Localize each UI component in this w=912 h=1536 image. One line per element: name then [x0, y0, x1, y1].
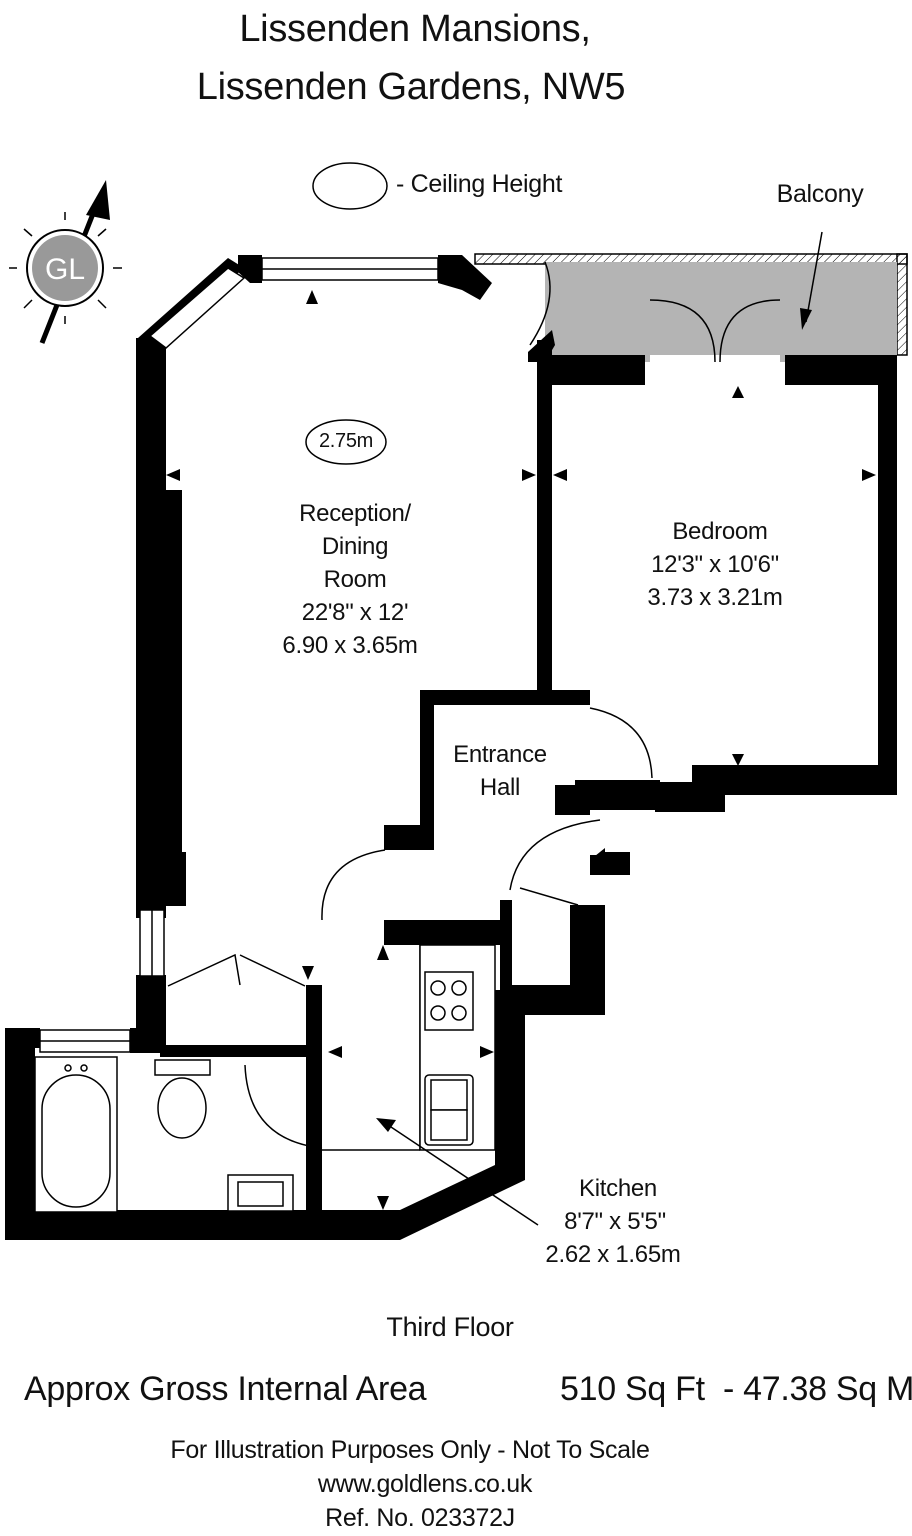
kitchen-imperial: 8'7" x 5'5"	[564, 1208, 666, 1235]
reception-name-line3: Room	[323, 566, 387, 593]
kitchen-leader-arrow	[376, 1118, 396, 1132]
kitchen-leader-line	[387, 1124, 539, 1226]
bedroom-name: Bedroom	[672, 518, 768, 545]
reception-name-line2: Dining	[321, 533, 389, 560]
bathroom-fixtures	[34, 1056, 294, 1213]
plan-title-line1: Lissenden Mansions,	[239, 8, 591, 50]
balcony-area	[474, 231, 908, 362]
reference-number: Ref. No. 023372J	[325, 1504, 515, 1532]
plan-title-line2: Lissenden Gardens, NW5	[196, 66, 626, 108]
floor-label: Third Floor	[386, 1312, 514, 1342]
reception-imperial: 22'8" x 12'	[301, 599, 409, 626]
balcony-label: Balcony	[776, 180, 864, 208]
dimension-arrows	[166, 290, 876, 1210]
windows	[39, 257, 439, 1053]
north-arrow-compass-icon	[9, 180, 122, 344]
disclaimer: For Illustration Purposes Only - Not To …	[170, 1436, 650, 1464]
compass-logo-text: GL	[45, 253, 85, 286]
bedroom-metric: 3.73 x 3.21m	[647, 584, 783, 611]
reception-metric: 6.90 x 3.65m	[282, 632, 418, 659]
ceiling-height-legend-icon	[312, 162, 388, 210]
area-label: Approx Gross Internal Area	[24, 1370, 427, 1408]
ceiling-height-legend-label: - Ceiling Height	[396, 170, 563, 198]
kitchen-name: Kitchen	[579, 1175, 657, 1202]
ceiling-height-marker	[305, 419, 387, 465]
hall-name-line2: Hall	[479, 774, 521, 801]
website: www.goldlens.co.uk	[317, 1470, 533, 1498]
kitchen-metric: 2.62 x 1.65m	[545, 1241, 681, 1268]
area-value: 510 Sq Ft - 47.38 Sq M	[560, 1370, 912, 1408]
hall-name-line1: Entrance	[453, 741, 547, 768]
ceiling-height-value: 2.75m	[318, 430, 374, 452]
reception-name-line1: Reception/	[299, 500, 411, 527]
kitchen-fixtures	[419, 944, 496, 1151]
bedroom-imperial: 12'3" x 10'6"	[651, 551, 779, 578]
